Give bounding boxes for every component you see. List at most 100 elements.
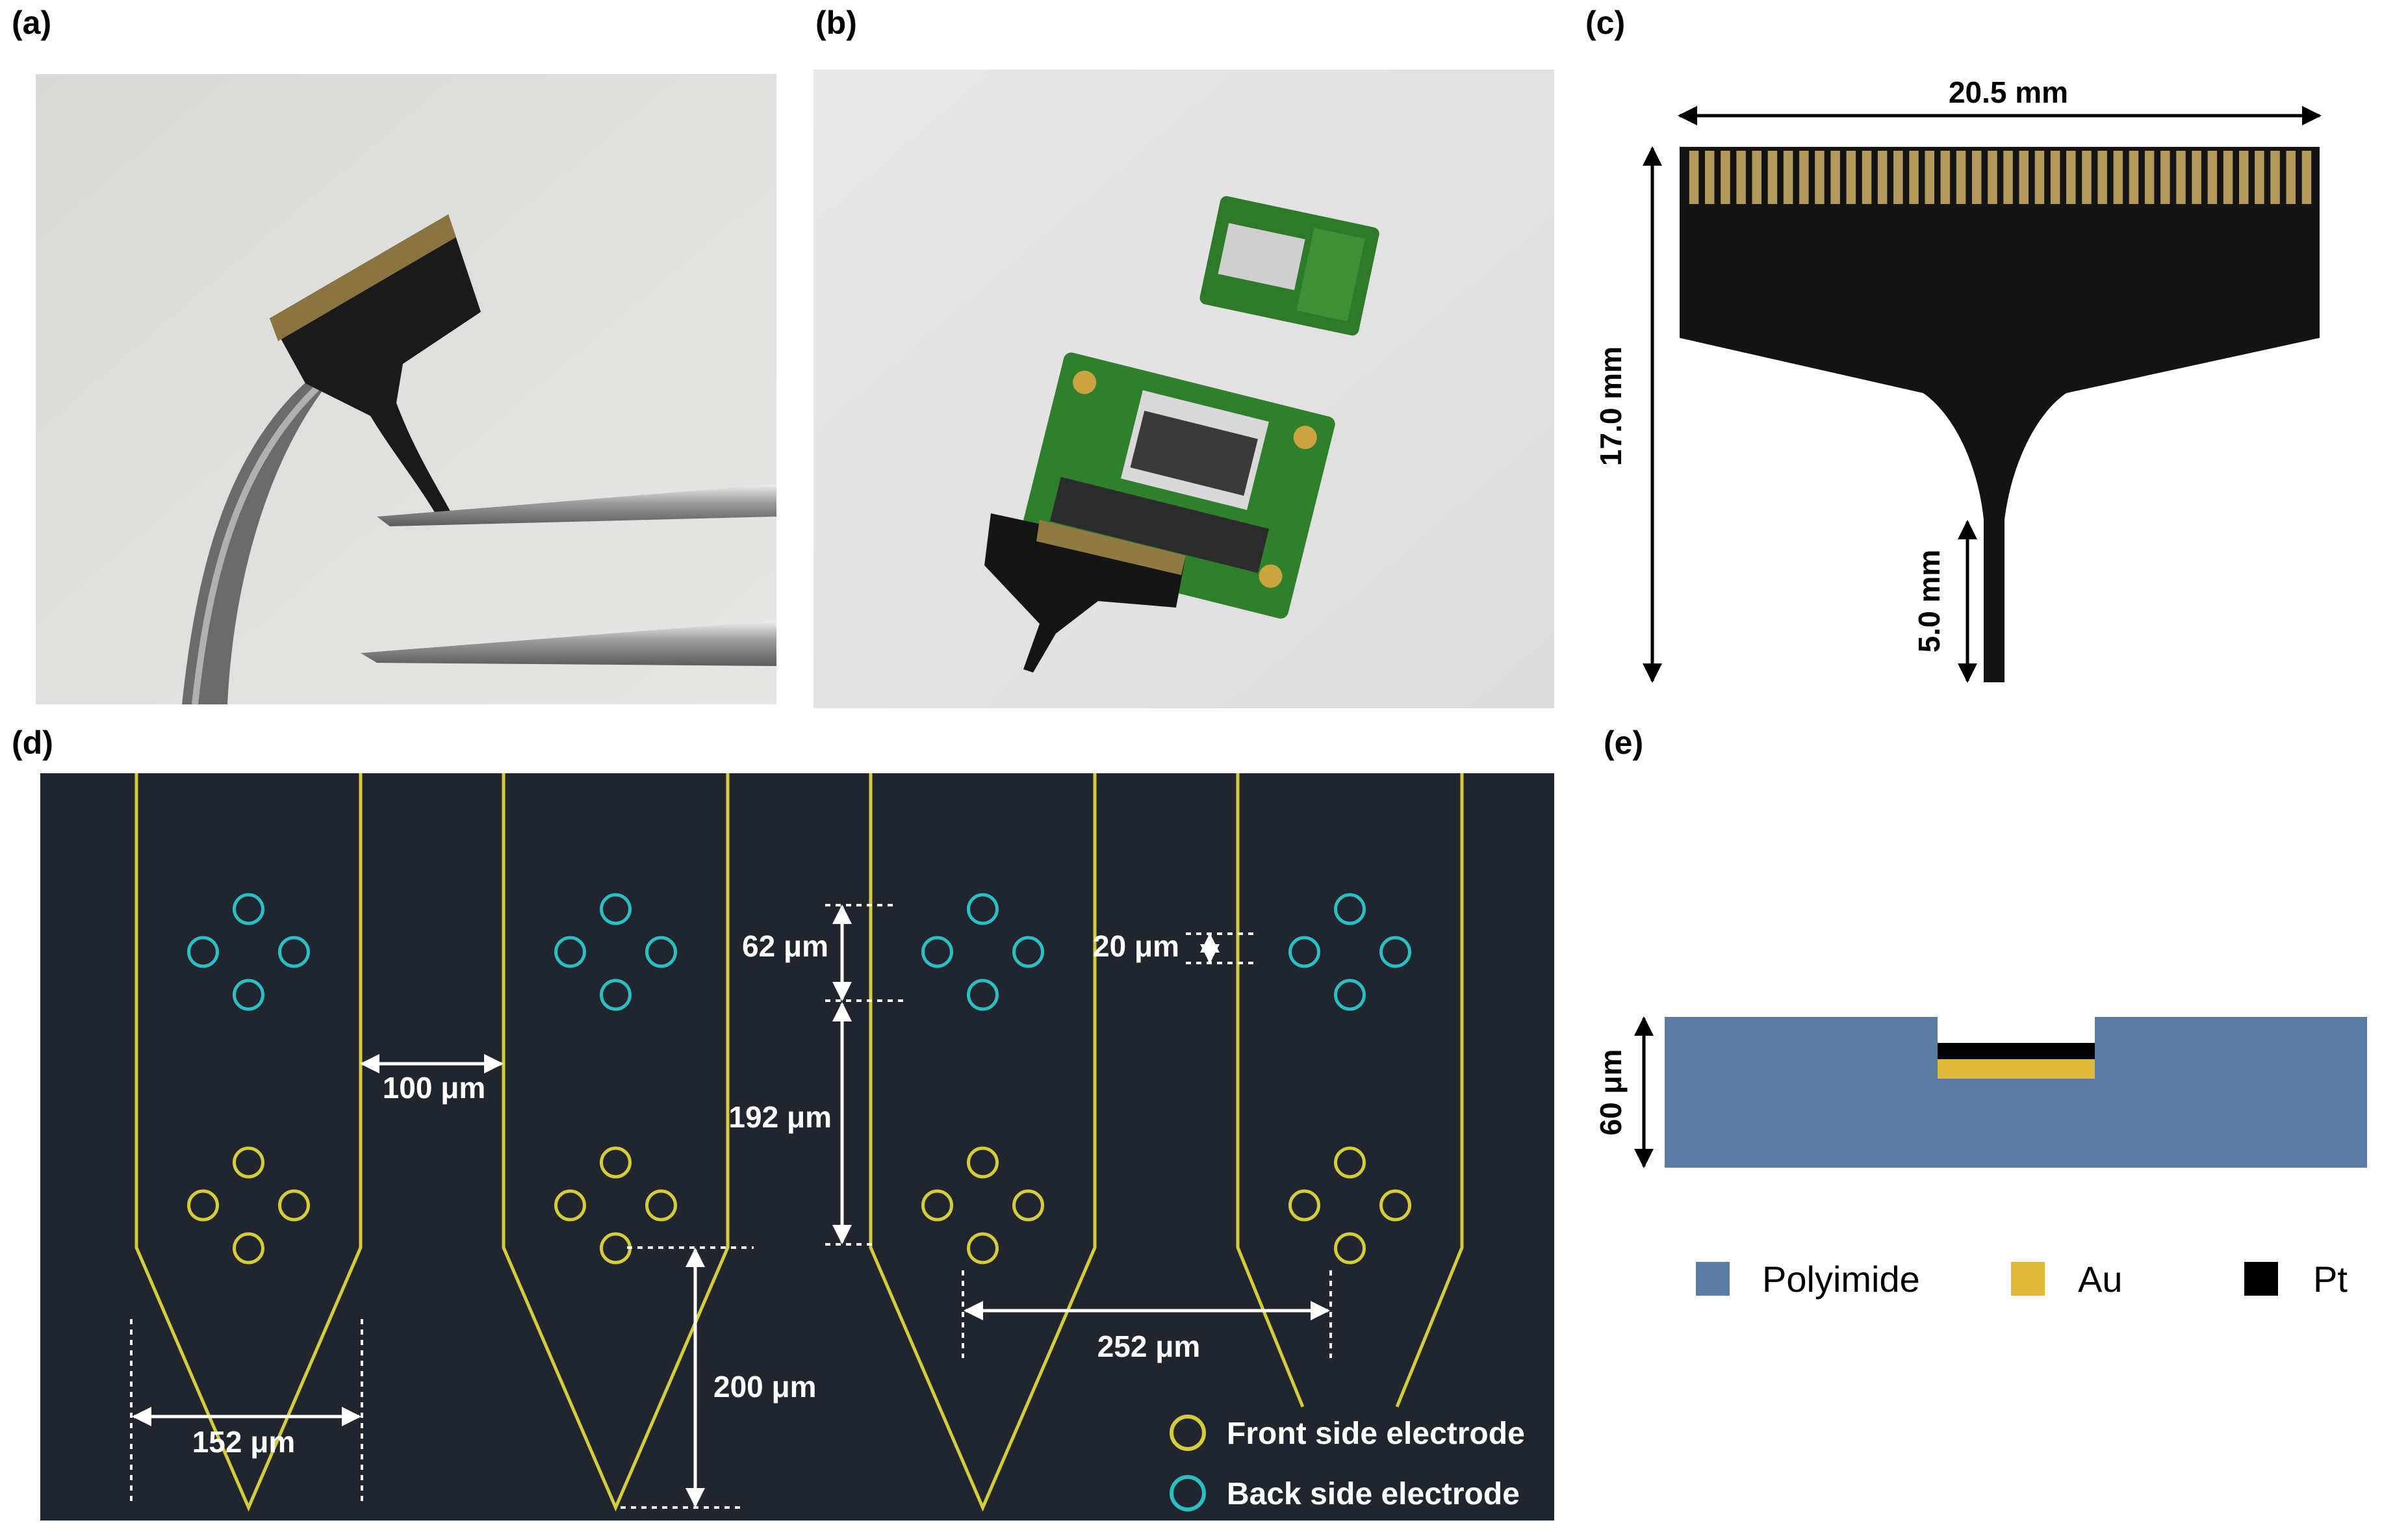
contact-pad bbox=[2270, 151, 2280, 204]
dim-62-label: 62 μm bbox=[742, 929, 828, 963]
back-electrode bbox=[1379, 936, 1411, 968]
shank-outlines bbox=[134, 773, 1464, 1512]
contact-pad bbox=[2160, 151, 2170, 204]
contact-pad bbox=[2301, 151, 2312, 204]
dim-100-label: 100 μm bbox=[383, 1071, 486, 1105]
legend-back-label: Back side electrode bbox=[1227, 1477, 1520, 1511]
dim-20-label: 20 μm bbox=[1093, 929, 1179, 963]
height-label: 17.0 mm bbox=[1594, 346, 1628, 466]
legend-polyimide-label: Polyimide bbox=[1762, 1259, 1920, 1300]
panel-e-label: (e) bbox=[1604, 725, 1643, 761]
back-electrode bbox=[600, 893, 632, 925]
back-electrode bbox=[1334, 979, 1366, 1011]
contact-pad bbox=[2066, 151, 2076, 204]
width-label: 20.5 mm bbox=[1949, 75, 2068, 109]
panel-c-label: (c) bbox=[1585, 5, 1625, 41]
front-electrode bbox=[233, 1232, 264, 1264]
contact-pad bbox=[1830, 151, 1840, 204]
legend-front-label: Front side electrode bbox=[1227, 1417, 1525, 1451]
contact-pad bbox=[2097, 151, 2107, 204]
back-electrode bbox=[921, 936, 953, 968]
panel-e-cross-section bbox=[1665, 1017, 2367, 1168]
front-electrode bbox=[967, 1146, 999, 1179]
contact-pad bbox=[2223, 151, 2233, 204]
contact-pad bbox=[1940, 151, 1951, 204]
panel-a-label: (a) bbox=[12, 5, 51, 41]
dim-192-label: 192 μm bbox=[728, 1100, 832, 1134]
contact-pad bbox=[1862, 151, 1872, 204]
front-electrode bbox=[645, 1189, 677, 1222]
panel-c-probe bbox=[1680, 147, 2320, 682]
legend-pt-label: Pt bbox=[2313, 1259, 2348, 1300]
contact-pad bbox=[2176, 151, 2186, 204]
back-electrode bbox=[1334, 893, 1366, 925]
pt-layer bbox=[1938, 1043, 2095, 1059]
back-electrode bbox=[645, 936, 677, 968]
front-electrode bbox=[278, 1189, 310, 1222]
contact-pad bbox=[1767, 151, 1778, 204]
shank-outline bbox=[869, 773, 1097, 1512]
panel-d-schematic: 62 μm 20 μm 100 μm 192 μm 200 μm 252 μm … bbox=[40, 773, 1554, 1521]
contact-pad bbox=[1893, 151, 1903, 204]
electrode-groups bbox=[187, 893, 1411, 1264]
shank-outline bbox=[134, 773, 363, 1512]
contact-pad bbox=[2050, 151, 2060, 204]
shank-outline bbox=[1236, 773, 1464, 1407]
contact-pad bbox=[1909, 151, 1919, 204]
back-electrode bbox=[1012, 936, 1044, 968]
legend-back-marker bbox=[1170, 1475, 1206, 1511]
dim-200-label: 200 μm bbox=[713, 1370, 817, 1404]
back-electrode bbox=[278, 936, 310, 968]
back-electrode bbox=[233, 979, 264, 1011]
contact-pad bbox=[2286, 151, 2296, 204]
contact-pad bbox=[2192, 151, 2201, 204]
contact-pad bbox=[1925, 151, 1934, 204]
contact-pad bbox=[2255, 151, 2264, 204]
legend-au-label: Au bbox=[2078, 1259, 2123, 1300]
front-electrode bbox=[1334, 1146, 1366, 1179]
front-electrode bbox=[967, 1232, 999, 1264]
front-electrode bbox=[1379, 1189, 1411, 1222]
panel-b-photo bbox=[813, 70, 1554, 708]
contact-pad bbox=[1815, 151, 1825, 204]
contact-pad bbox=[2113, 151, 2123, 204]
dim-252-label: 252 μm bbox=[1097, 1329, 1201, 1363]
contact-pad bbox=[2003, 151, 2013, 204]
back-electrode bbox=[967, 979, 999, 1011]
thickness-label: 60 μm bbox=[1594, 1049, 1628, 1136]
panel-a-photo bbox=[36, 74, 776, 705]
back-electrode bbox=[187, 936, 219, 968]
front-electrode bbox=[1288, 1189, 1320, 1222]
front-electrode bbox=[600, 1146, 632, 1179]
contact-pad bbox=[1988, 151, 1997, 204]
contact-pad bbox=[1956, 151, 1966, 204]
dim-152-label: 152 μm bbox=[192, 1425, 296, 1459]
back-electrode bbox=[600, 979, 632, 1011]
contact-pad bbox=[1689, 151, 1699, 204]
front-electrode bbox=[187, 1189, 219, 1222]
contact-pad bbox=[1972, 151, 1982, 204]
panel-d-label: (d) bbox=[12, 725, 53, 761]
contact-pad bbox=[1721, 151, 1730, 204]
contact-pad bbox=[1877, 151, 1888, 204]
back-electrode bbox=[1288, 936, 1320, 968]
shank-outline bbox=[502, 773, 730, 1512]
front-electrode bbox=[554, 1189, 586, 1222]
contact-pad bbox=[2207, 151, 2218, 204]
front-electrode bbox=[1012, 1189, 1044, 1222]
shank-label: 5.0 mm bbox=[1912, 550, 1946, 653]
contact-pad bbox=[2239, 151, 2249, 204]
contact-pad bbox=[1783, 151, 1793, 204]
legend-polyimide-swatch bbox=[1696, 1262, 1730, 1296]
contact-pad bbox=[1705, 151, 1715, 204]
contact-pad bbox=[2144, 151, 2155, 204]
polyimide-layer bbox=[1665, 1017, 2367, 1168]
contact-pad bbox=[1799, 151, 1809, 204]
schematic-background bbox=[40, 773, 1554, 1521]
back-electrode bbox=[967, 893, 999, 925]
contact-pad bbox=[2082, 151, 2092, 204]
front-electrode bbox=[921, 1189, 953, 1222]
legend-pt-swatch bbox=[2244, 1262, 2278, 1296]
contact-pad bbox=[2034, 151, 2045, 204]
